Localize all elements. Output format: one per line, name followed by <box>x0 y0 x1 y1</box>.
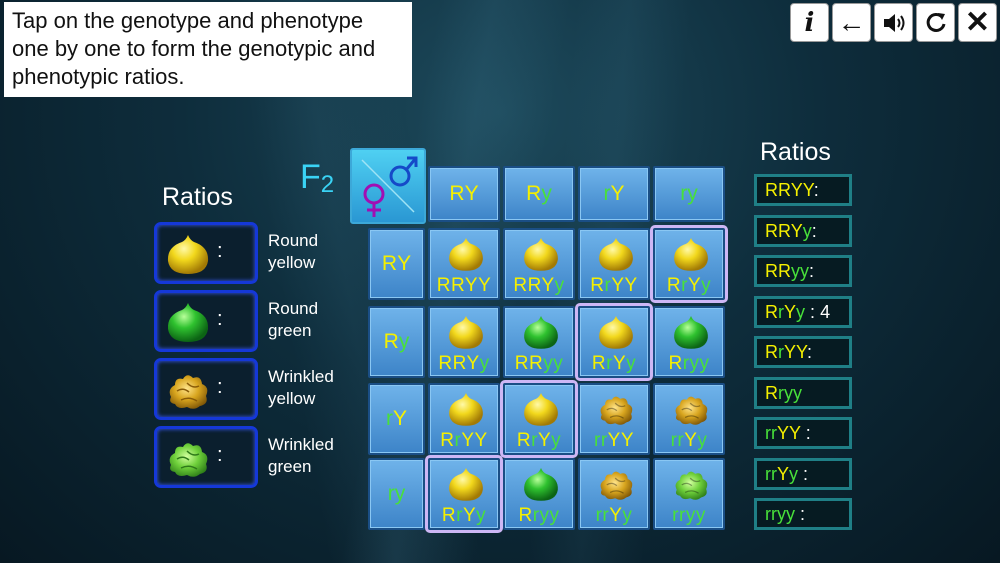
genotype-label: RRYy <box>438 353 490 374</box>
reset-button[interactable] <box>916 3 955 42</box>
round-yellow-seed-icon <box>524 238 558 271</box>
genotype-ratio-slot[interactable]: rrYy : <box>754 457 852 490</box>
punnett-cell-RRyy[interactable]: RRyy <box>503 306 575 378</box>
genotype-ratio-slot[interactable]: rryy : <box>754 498 852 530</box>
phenotype-round-yellow-slot[interactable]: : <box>154 222 258 284</box>
sound-button[interactable] <box>874 3 913 42</box>
round-green-seed-icon <box>674 316 708 349</box>
genotype-label: Rryy <box>668 353 710 374</box>
punnett-cell-RRYY[interactable]: RRYY <box>428 228 500 300</box>
punnett-cell-RrYy[interactable]: RrYy <box>428 458 500 530</box>
punnett-cell-RrYY[interactable]: RrYY <box>428 383 500 455</box>
round-green-seed-icon <box>524 316 558 349</box>
cross-symbol-cell <box>350 148 426 224</box>
phenotype-ratio-value: : <box>217 240 223 262</box>
speaker-icon <box>883 13 904 32</box>
punnett-cell-RrYY[interactable]: RrYY <box>578 228 650 300</box>
genotype-ratio-slot[interactable]: RRyy: <box>754 255 852 287</box>
round-yellow-seed-icon <box>449 238 483 271</box>
info-button[interactable]: i <box>790 3 829 42</box>
wrinkled-yellow-seed-icon <box>675 396 708 425</box>
punnett-cell-rryy[interactable]: rryy <box>653 458 725 530</box>
punnett-cell-RRYy[interactable]: RRYy <box>503 228 575 300</box>
punnett-cell-Rryy[interactable]: Rryy <box>653 306 725 378</box>
female-male-icon <box>361 156 418 217</box>
back-arrow-icon: ← <box>837 6 866 38</box>
punnett-cell-rrYy[interactable]: rrYy <box>653 383 725 455</box>
round-yellow-seed-icon <box>449 393 483 426</box>
round-green-seed-icon <box>167 303 209 342</box>
wrinkled-yellow-seed-icon <box>600 471 633 500</box>
genotype-label: RrYy <box>591 353 637 374</box>
wrinkled-yellow-seed-icon <box>169 375 208 409</box>
genotype-label: RrYY <box>590 275 638 296</box>
punnett-cell-Rryy[interactable]: Rryy <box>503 458 575 530</box>
genotype-ratio-slot[interactable]: RrYy : 4 <box>754 295 852 328</box>
punnett-cell-RrYy[interactable]: RrYy <box>653 228 725 300</box>
genotype-ratios-title: Ratios <box>760 138 831 166</box>
genotype-ratio-slot[interactable]: RRYy: <box>754 214 852 247</box>
phenotype-wrinkled-yellow-slot[interactable]: : <box>154 358 258 420</box>
punnett-cell-rrYY[interactable]: rrYY <box>578 383 650 455</box>
generation-label: F2 <box>300 158 335 198</box>
back-button[interactable]: ← <box>832 3 871 42</box>
genotype-label: Rryy <box>518 505 560 526</box>
genotype-ratio-slot[interactable]: rrYY : <box>754 417 852 449</box>
round-green-seed-icon <box>524 468 558 501</box>
punnett-cell-rrYy[interactable]: rrYy <box>578 458 650 530</box>
genotype-label: RRYy <box>513 275 565 296</box>
genotype-label: RrYy <box>666 275 712 296</box>
round-yellow-seed-icon <box>449 468 483 501</box>
instruction-text: Tap on the genotype and phenotype one by… <box>4 2 412 97</box>
genotype-label: rryy <box>672 505 706 526</box>
round-yellow-seed-icon <box>524 393 558 426</box>
genotype-label: RRyy <box>514 353 564 374</box>
wrinkled-green-seed-icon <box>169 443 208 477</box>
genotype-ratio-slot[interactable]: RrYY: <box>754 336 852 368</box>
phenotype-round-green-slot[interactable]: : <box>154 290 258 352</box>
genotype-ratio-slot[interactable]: RRYY: <box>754 174 852 206</box>
round-yellow-seed-icon <box>167 235 209 274</box>
round-yellow-seed-icon <box>599 316 633 349</box>
round-yellow-seed-icon <box>449 316 483 349</box>
row-header-ry: ry <box>368 458 425 530</box>
genotype-label: RrYy <box>441 505 487 526</box>
genotype-label: rrYy <box>595 505 633 526</box>
round-yellow-seed-icon <box>674 238 708 271</box>
reload-icon <box>926 12 945 32</box>
round-yellow-seed-icon <box>599 238 633 271</box>
info-icon: i <box>804 7 815 38</box>
phenotype-wrinkled-green-slot[interactable]: : <box>154 426 258 488</box>
punnett-cell-RrYy[interactable]: RrYy <box>578 306 650 378</box>
genotype-label: RrYY <box>440 430 488 451</box>
genotype-label: rrYy <box>670 430 708 451</box>
wrinkled-green-seed-icon <box>675 471 708 500</box>
close-button[interactable]: ✕ <box>958 3 997 42</box>
punnett-cell-RrYy[interactable]: RrYy <box>503 383 575 455</box>
phenotype-ratio-value: : <box>217 308 223 330</box>
phenotype-ratio-value: : <box>217 444 223 466</box>
close-icon: ✕ <box>964 6 991 39</box>
wrinkled-yellow-seed-icon <box>600 396 633 425</box>
genotype-ratio-slot[interactable]: Rryy <box>754 376 852 409</box>
genotype-label: RRYY <box>436 275 492 296</box>
column-header-ry: ry <box>653 166 725 222</box>
genotype-label: RrYy <box>516 430 562 451</box>
punnett-cell-RRYy[interactable]: RRYy <box>428 306 500 378</box>
phenotype-ratio-value: : <box>217 376 223 398</box>
toolbar: i ← ✕ <box>790 3 997 42</box>
phenotype-ratios-title: Ratios <box>162 183 233 211</box>
genotype-label: rrYY <box>593 430 635 451</box>
